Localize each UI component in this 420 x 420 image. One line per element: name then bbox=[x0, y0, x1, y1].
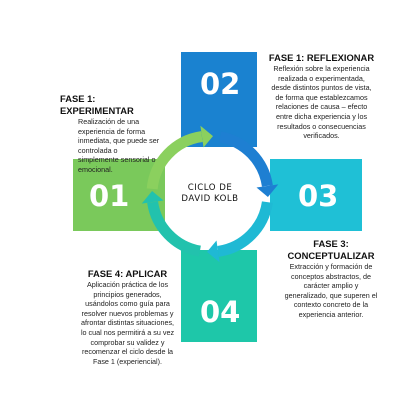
arrowhead-3 bbox=[207, 240, 220, 263]
phase-2-description: Reflexión sobre la experiencia realizada… bbox=[264, 64, 379, 141]
phase-4-line: Fase 1 (experiencial). bbox=[92, 356, 163, 366]
phase-4-line: usándolos como guía para bbox=[85, 299, 170, 309]
phase-2-title: FASE 1: REFLEXIONAR bbox=[268, 52, 375, 63]
phase-3-block bbox=[270, 159, 362, 231]
phase-4-line: comprobar su validez y bbox=[90, 337, 165, 347]
arrowhead-2 bbox=[256, 184, 279, 197]
phase-1-title: FASE 1: EXPERIMENTAR bbox=[60, 93, 134, 116]
phase-2-line: verificados. bbox=[303, 131, 340, 141]
phase-1-line: controlada o bbox=[78, 145, 118, 155]
phase-3-text: FASE 3: CONCEPTUALIZAR Extracción y form… bbox=[272, 238, 390, 320]
arrow-phase-4-to-1 bbox=[147, 201, 202, 257]
phase-3-line: generalizado, que superen el bbox=[284, 290, 378, 300]
cycle-title: CICLO DE DAVID KOLB bbox=[158, 183, 262, 204]
phase-4-line: recomenzar el ciclo desde la bbox=[81, 347, 174, 357]
phase-3-number: 03 bbox=[298, 179, 339, 213]
phase-4-line: lo cual nos permitirá a su vez bbox=[80, 327, 175, 337]
phase-4-number: 04 bbox=[200, 295, 241, 329]
phase-4-line: principios generados, bbox=[93, 289, 162, 299]
phase-2-line: resultados o consecuencias bbox=[277, 121, 366, 131]
phase-3-description: Extracción y formación de conceptos abst… bbox=[272, 262, 390, 320]
phase-1-description: Realización de una experiencia de forma … bbox=[60, 117, 170, 175]
phase-1-text: FASE 1: EXPERIMENTAR Realización de una … bbox=[60, 93, 170, 175]
phase-4-text: FASE 4: APLICAR Aplicación práctica de l… bbox=[70, 268, 185, 366]
phase-4-line: resolver nuevos problemas y bbox=[81, 308, 174, 318]
arrowhead-4 bbox=[141, 191, 164, 204]
phase-2-text: FASE 1: REFLEXIONAR Reflexión sobre la e… bbox=[264, 52, 379, 141]
phase-3-line: carácter amplio y bbox=[303, 281, 359, 291]
phase-2-line: Reflexión sobre la experiencia bbox=[273, 64, 370, 73]
phase-2-line: realizada o experimentada, bbox=[278, 73, 365, 83]
phase-3-line: conceptos abstractos, de bbox=[291, 271, 371, 281]
phase-1-line: simplemente sensorial o bbox=[78, 155, 156, 165]
phase-1-line: experiencia de forma bbox=[78, 126, 146, 136]
phase-2-line: entre dicha experiencia y los bbox=[275, 111, 368, 121]
phase-3-line: experiencia anterior. bbox=[298, 309, 364, 319]
phase-2-block bbox=[181, 52, 257, 147]
phase-2-line: desde distintos puntos de vista, bbox=[271, 83, 372, 93]
phase-4-line: afrontar distintas situaciones, bbox=[80, 318, 175, 328]
cycle-title-line-1: CICLO DE bbox=[187, 183, 233, 193]
phase-3-title: FASE 3: CONCEPTUALIZAR bbox=[287, 238, 375, 261]
phase-1-line: emocional. bbox=[78, 164, 113, 174]
phase-2-line: relaciones de causa – efecto bbox=[275, 102, 368, 112]
phase-4-title: FASE 4: APLICAR bbox=[87, 268, 168, 279]
phase-3-line: contexto concreto de la bbox=[293, 300, 369, 310]
phase-4-block bbox=[181, 250, 257, 342]
phase-1-number: 01 bbox=[89, 179, 130, 213]
phase-2-number: 02 bbox=[200, 67, 241, 101]
phase-2-line: de forma que establezcamos bbox=[275, 92, 368, 102]
arrow-phase-2-to-3 bbox=[218, 131, 273, 187]
phase-1-line: Realización de una bbox=[78, 117, 140, 126]
cycle-title-line-2: DAVID KOLB bbox=[181, 193, 239, 204]
arrow-phase-1-to-2 bbox=[146, 131, 203, 190]
phase-4-line: Aplicación práctica de los bbox=[86, 280, 169, 289]
phase-4-description: Aplicación práctica de los principios ge… bbox=[70, 280, 185, 366]
phase-1-line: inmediata, que puede ser bbox=[78, 136, 160, 146]
phase-3-line: Extracción y formación de bbox=[289, 262, 373, 271]
arrow-phase-3-to-4 bbox=[217, 201, 273, 257]
arrowhead-1 bbox=[200, 125, 213, 148]
